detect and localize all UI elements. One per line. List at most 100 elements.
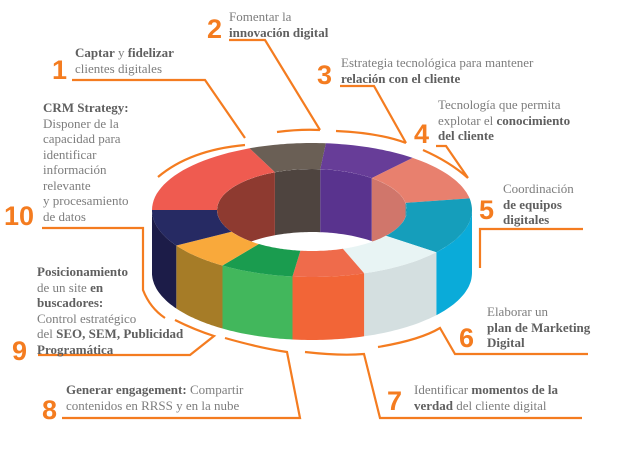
label-line: Control estratégico	[37, 311, 183, 327]
label-text: y	[114, 45, 128, 60]
label-line: CRM Strategy:	[43, 100, 129, 116]
item-number-8: 8	[42, 395, 58, 425]
segment-captar	[152, 148, 275, 210]
connector-5	[478, 227, 583, 268]
label-bold-text: conocimiento	[496, 112, 571, 128]
label-bold-text: relación con el cliente	[341, 70, 461, 86]
label-line: contenidos en RRSS y en la nube	[66, 398, 243, 414]
item-number-5: 5	[479, 195, 495, 225]
label-line: de equipos	[503, 197, 574, 213]
label-text: del	[37, 326, 57, 341]
label-text: Estrategia tecnológica para mantener	[341, 55, 534, 70]
segment-plan-marketing	[342, 235, 437, 274]
segment-relacion	[320, 143, 413, 179]
label-line: relevante	[43, 178, 129, 194]
segment-coordinacion	[385, 198, 472, 253]
outer-side-plan-marketing	[364, 252, 437, 337]
label-line: Elaborar un	[487, 304, 590, 320]
label-bold-text: Captar	[75, 45, 115, 60]
segment-innovacion	[249, 143, 326, 173]
label-bold-text: plan de Marketing	[487, 319, 591, 335]
label-text: relevante	[43, 177, 91, 193]
label-text: contenidos en RRSS y en la nube	[66, 397, 240, 413]
label-line: identificar	[43, 147, 129, 163]
connector-10	[42, 226, 166, 319]
label-line: Disponer de la	[43, 116, 129, 132]
label-bold-text: buscadores:	[37, 295, 104, 310]
label-bold-text: innovación digital	[229, 24, 329, 40]
connector-8	[62, 336, 302, 420]
label-line: Captar y fidelizar	[75, 45, 174, 61]
label-bold-text: de equipos	[503, 196, 562, 212]
label-line: de un site en	[37, 280, 183, 296]
label-line: Tecnología que permita	[438, 97, 570, 113]
label-line: explotar el conocimiento	[438, 113, 570, 129]
label-line: y procesamiento	[43, 193, 129, 209]
item-number-3: 3	[317, 60, 333, 90]
connector-1	[72, 78, 246, 178]
item-number-6: 6	[459, 323, 475, 353]
label-line: del SEO, SEM, Publicidad	[37, 326, 183, 342]
label-bold-text: fidelizar	[127, 45, 174, 60]
label-bold-text: Programática	[37, 341, 114, 357]
outer-side-momentos-verdad	[292, 273, 365, 340]
connector-6	[377, 326, 588, 356]
label-text: Tecnología que permita	[438, 97, 561, 112]
connector-9	[38, 319, 217, 357]
label-line: buscadores:	[37, 295, 183, 311]
item-number-4: 4	[414, 119, 430, 149]
label-text: identificar	[43, 146, 97, 162]
label-text: de datos	[43, 208, 86, 224]
item-number-7: 7	[387, 386, 403, 416]
label-text: clientes digitales	[75, 60, 163, 76]
inner-wall-relacion	[320, 169, 372, 242]
item-number-9: 9	[12, 336, 28, 366]
inner-wall-innovacion	[274, 169, 321, 236]
label-text: capacidad para	[43, 131, 121, 146]
label-line: Identificar momentos de la	[414, 382, 558, 398]
label-line: Fomentar la	[229, 9, 328, 25]
connector-4	[422, 144, 469, 179]
label-line: Programática	[37, 342, 183, 358]
label-line: relación con el cliente	[341, 71, 533, 87]
label-line: de datos	[43, 209, 129, 225]
segment-posicionamiento	[176, 231, 259, 266]
connector-7	[304, 350, 582, 420]
item-number-10: 10	[4, 201, 35, 231]
label-bold-text: SEO, SEM, Publicidad	[56, 326, 184, 341]
label-text: Disponer de la	[43, 115, 119, 131]
label-text: Compartir	[186, 382, 244, 397]
outer-side-posicionamiento	[176, 245, 223, 329]
label-text: Fomentar la	[229, 9, 292, 24]
item-number-1: 1	[52, 55, 68, 85]
label-line: información	[43, 162, 129, 178]
label-text: de un site	[37, 279, 91, 295]
segment-momentos-verdad	[292, 248, 365, 277]
label-text: Coordinación	[503, 181, 574, 196]
connector-3	[335, 84, 407, 145]
label-bold-text: verdad	[414, 397, 453, 413]
label-bold-text: CRM Strategy:	[43, 100, 129, 115]
label-bold-text: Digital	[487, 335, 525, 350]
label-line: clientes digitales	[75, 61, 174, 77]
label-line: del cliente	[438, 128, 570, 144]
label-line: Posicionamiento	[37, 264, 183, 280]
outer-side-engagement	[222, 265, 293, 340]
label-line: capacidad para	[43, 131, 129, 147]
label-line: Coordinación	[503, 181, 574, 197]
label-line: innovación digital	[229, 25, 328, 41]
label-text: y procesamiento	[43, 193, 129, 208]
label-line: Digital	[487, 335, 590, 351]
segment-engagement	[222, 244, 301, 277]
segment-crm	[152, 210, 232, 246]
